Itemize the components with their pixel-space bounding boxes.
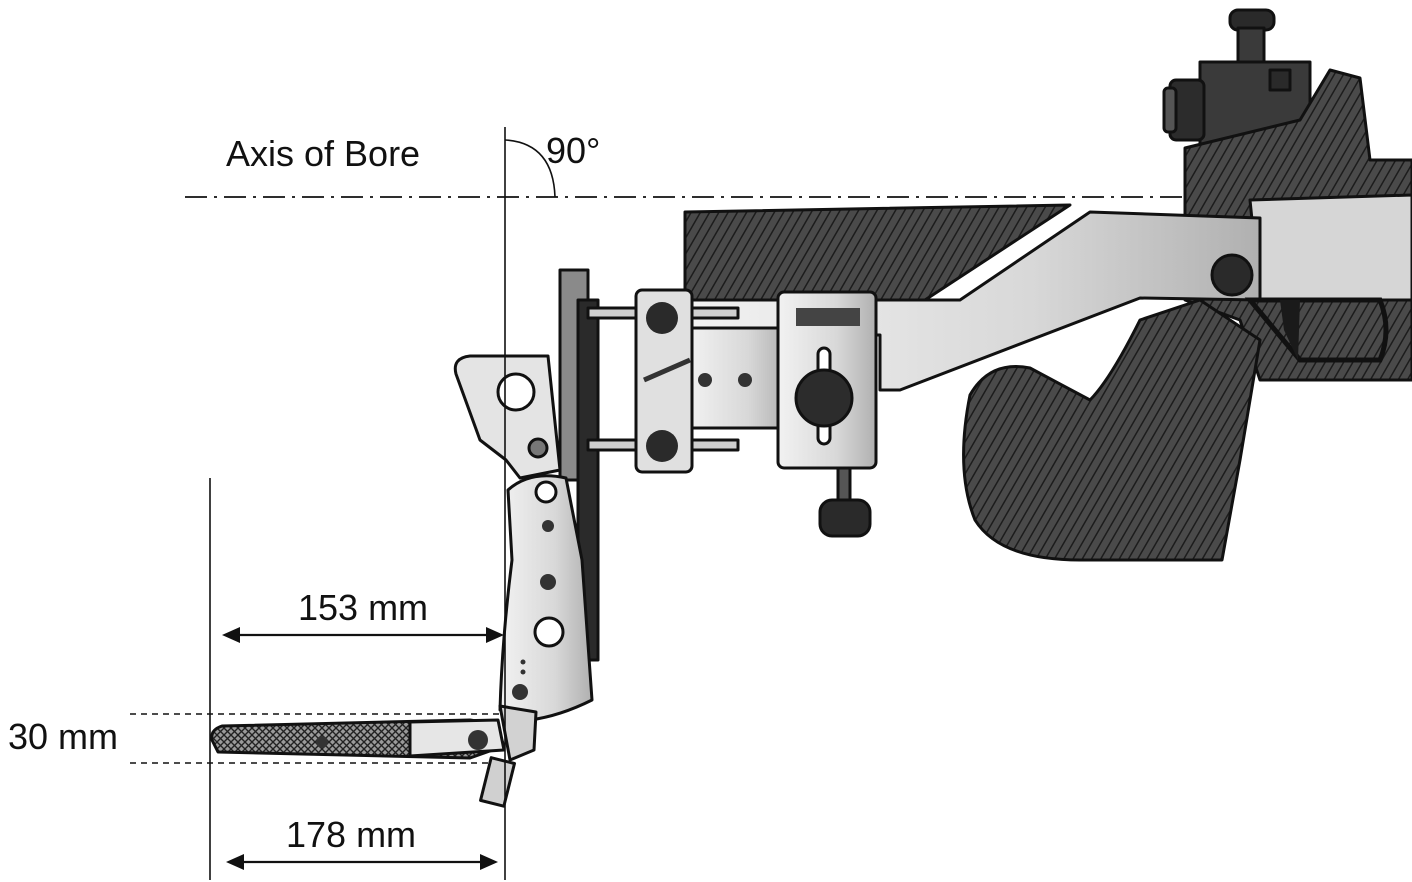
- hinge: [498, 704, 538, 762]
- toe-stem: [479, 756, 516, 808]
- hook-plate: [453, 354, 562, 480]
- dim-153-label: 153 mm: [298, 587, 428, 628]
- dim-178-arrow: [226, 854, 498, 870]
- lower-knob: [818, 498, 872, 538]
- dim-30-label: 30 mm: [8, 716, 118, 757]
- angle-label: 90°: [546, 130, 600, 171]
- dim-153-arrow: [222, 627, 504, 643]
- right-angle-arc: [504, 139, 556, 198]
- annotation-lines: [130, 127, 1185, 880]
- butt-plate: [498, 474, 594, 722]
- axis-of-bore-label: Axis of Bore: [226, 133, 420, 174]
- adjustment-knob: [794, 368, 854, 428]
- trigger-guard: [1244, 297, 1389, 363]
- dim-178-label: 178 mm: [286, 814, 416, 855]
- pistol-grip: [962, 298, 1262, 562]
- rifle-illustration: [210, 8, 1412, 808]
- clamp-block-left: [634, 288, 694, 474]
